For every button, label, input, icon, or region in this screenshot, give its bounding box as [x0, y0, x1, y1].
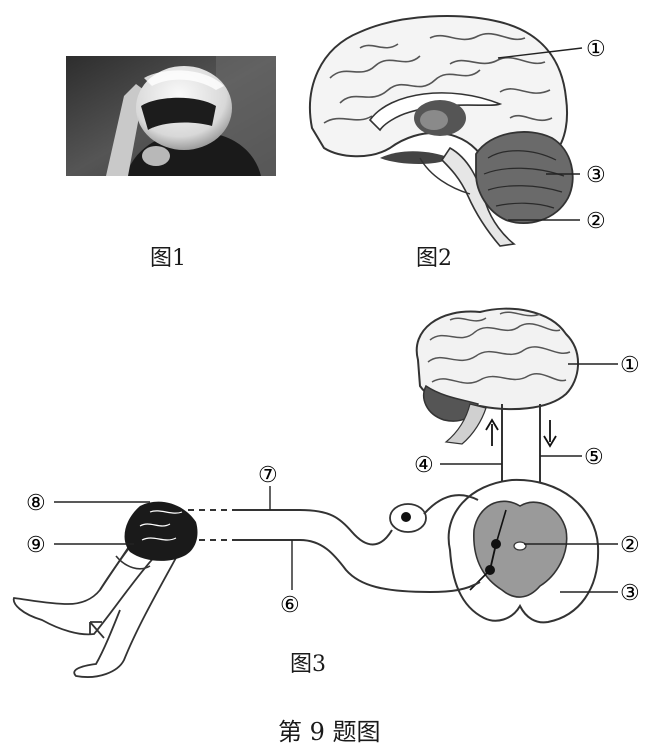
figure3-label-4: ④ [414, 453, 434, 478]
figure3-label-1: ① [620, 353, 640, 378]
figure1-caption: 图1 [150, 246, 186, 271]
main-caption: 第 9 题图 [278, 718, 381, 746]
figure2-caption: 图2 [416, 246, 452, 271]
cerebellum [475, 131, 574, 224]
figure3-label-6: ⑥ [280, 593, 300, 618]
arrow-down-icon [543, 420, 557, 448]
figure3-caption: 图3 [290, 652, 326, 677]
corpus-callosum [368, 92, 503, 132]
spinal-cord-section [447, 478, 600, 624]
figure2-label-3: ③ [586, 163, 606, 188]
brain [415, 307, 580, 445]
afferent-nerve [232, 509, 393, 546]
knee-patch [115, 501, 198, 570]
figure3-label-7: ⑦ [258, 463, 278, 488]
dorsal-root-ganglion [389, 503, 427, 533]
figure3-reflex-arc-diagram: ① ④ ⑤ ⑦ ⑥ ⑧ ⑨ ② ③ [12, 307, 640, 678]
figure1-photo [66, 56, 276, 176]
figure3-label-5: ⑤ [584, 445, 604, 470]
arrow-up-icon [485, 418, 499, 446]
figure2-label-2: ② [586, 209, 606, 234]
figure3-label-8: ⑧ [26, 491, 46, 516]
figure2-label-1: ① [586, 37, 606, 62]
arrow-outline-icon [89, 621, 105, 639]
figure3-label-2: ② [620, 533, 640, 558]
figure2-brain-diagram: ① ③ ② [309, 15, 606, 247]
efferent-nerve [232, 539, 481, 594]
figure3-label-3: ③ [620, 581, 640, 606]
figure3-label-9: ⑨ [26, 533, 46, 558]
